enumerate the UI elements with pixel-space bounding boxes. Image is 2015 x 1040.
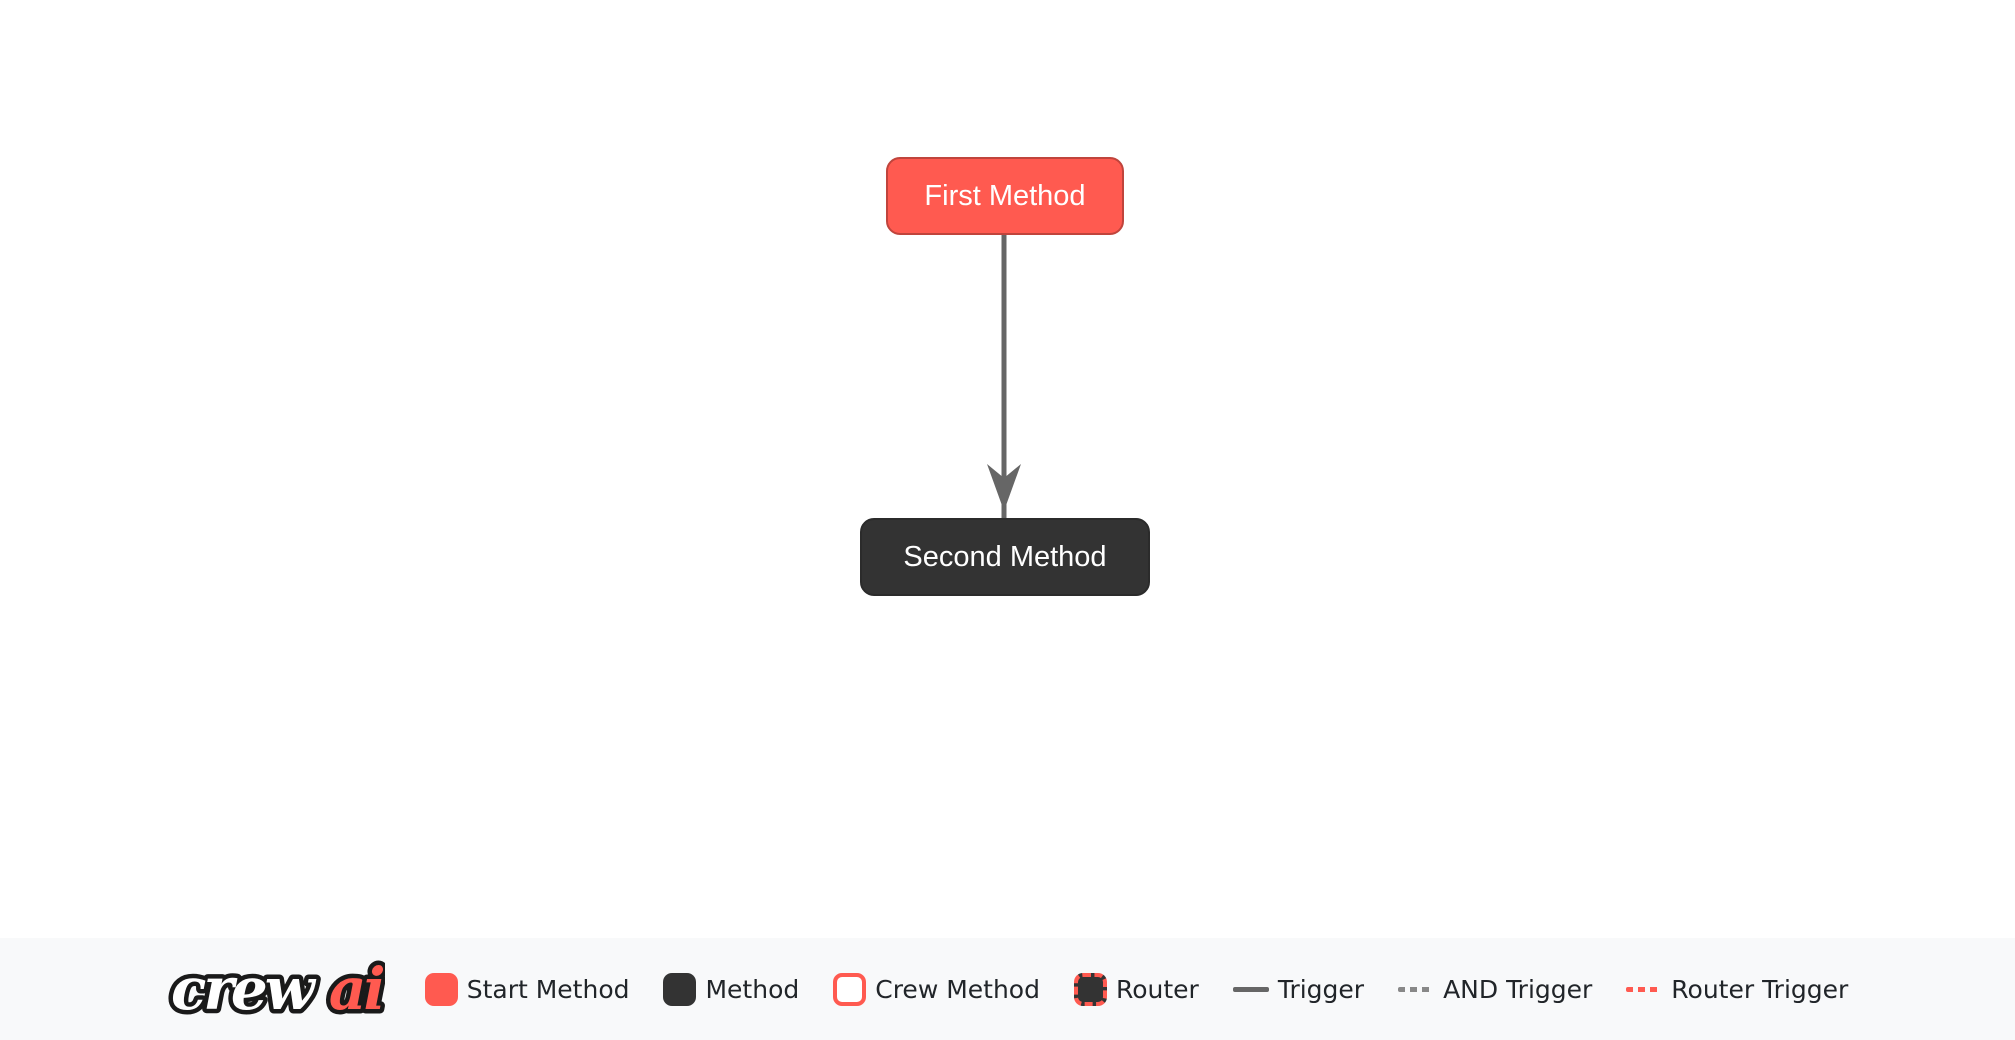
legend-item-label: Trigger [1277, 974, 1365, 1004]
start-method-swatch-icon [424, 972, 458, 1006]
flow-canvas[interactable]: First Method Second Method [0, 0, 2015, 938]
trigger-line-icon [1232, 986, 1269, 992]
legend-item-crew-method: Crew Method [833, 972, 1040, 1006]
edge-layer [987, 235, 1021, 518]
svg-text:crew ai: crew ai [171, 955, 383, 1023]
router-trigger-line-icon [1626, 986, 1663, 992]
node-second-method[interactable]: Second Method [860, 518, 1150, 596]
logo-text-crew: crew [171, 955, 317, 1023]
node-first-method[interactable]: First Method [886, 157, 1124, 235]
arrowhead-icon [987, 464, 1021, 511]
legend-item-and-trigger: AND Trigger [1398, 975, 1592, 1004]
legend-item-start-method: Start Method [424, 972, 630, 1006]
crewai-logo: crew ai [167, 951, 385, 1028]
legend-item-label: AND Trigger [1443, 974, 1593, 1004]
legend-item-router-trigger: Router Trigger [1626, 975, 1848, 1004]
logo-text-ai: ai [329, 955, 384, 1023]
legend-item-label: Router Trigger [1671, 974, 1849, 1004]
and-trigger-line-icon [1398, 986, 1435, 992]
legend-item-method: Method [663, 972, 800, 1006]
legend-item-label: Router [1115, 974, 1199, 1004]
legend-item-label: Start Method [466, 974, 630, 1004]
crew-method-swatch-icon [833, 972, 867, 1006]
legend-item-label: Crew Method [875, 974, 1040, 1004]
method-swatch-icon [663, 972, 697, 1006]
legend-item-label: Method [705, 974, 800, 1004]
router-swatch-icon [1073, 972, 1107, 1006]
legend-bar: crew ai Start Method Method Crew Method … [0, 938, 2015, 1040]
legend-item-trigger: Trigger [1232, 974, 1365, 1004]
legend-item-router: Router [1073, 972, 1199, 1006]
